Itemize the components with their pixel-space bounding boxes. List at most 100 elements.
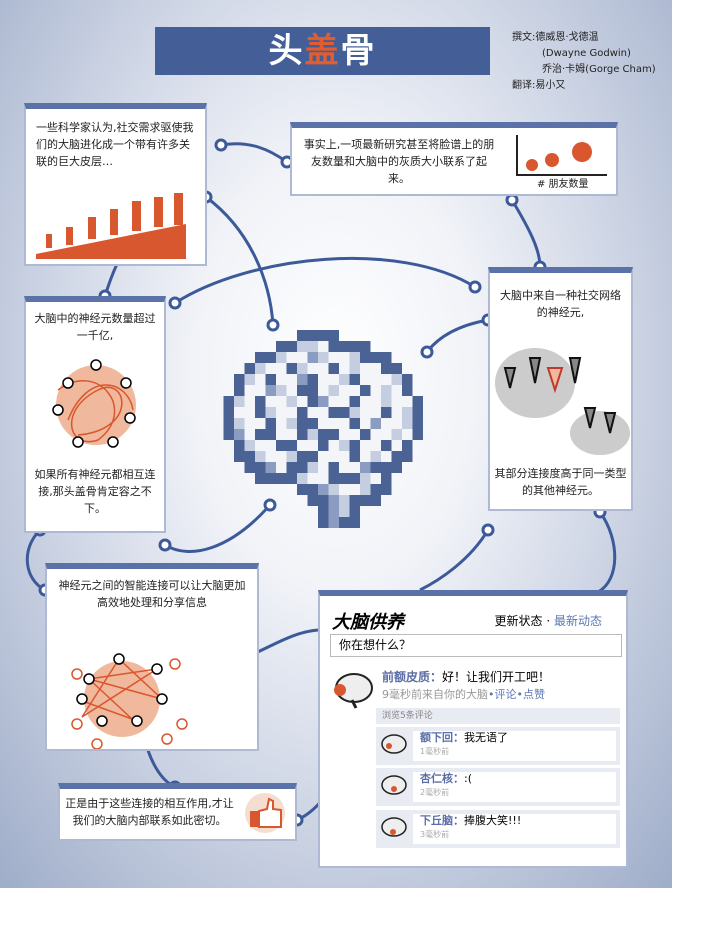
post-meta: 9毫秒前来自你的大脑 [382, 688, 488, 701]
brain-pixel [307, 429, 318, 440]
brain-pixel [223, 429, 234, 440]
brain-pixel [318, 451, 329, 462]
brain-pixel [255, 473, 266, 484]
brain-pixel [255, 363, 266, 374]
comment-link[interactable]: •评论 [488, 688, 517, 701]
panel-facebook-study: 事实上,一项最新研究甚至将脸谱上的朋友数量和大脑中的灰质大小联系了起来。 # 朋… [290, 122, 618, 196]
brain-pixel [402, 440, 413, 451]
comment-text: 我无语了 [464, 731, 508, 744]
brain-pixel [381, 473, 392, 484]
comment-item: 杏仁核：:(2毫秒前 [376, 768, 620, 806]
brain-pixel [349, 429, 360, 440]
brain-pixel [339, 462, 350, 473]
brain-pixel [307, 341, 318, 352]
brain-pixel [318, 429, 329, 440]
brain-pixel [328, 352, 339, 363]
brain-pixel [402, 418, 413, 429]
brain-pixel [234, 407, 245, 418]
brain-feed-panel: 大脑供养 更新状态 · 最新动态 你在想什么？ 前额皮质：好！让我们开工吧！ 9… [318, 590, 628, 868]
brain-pixel [360, 418, 371, 429]
brain-pixel [244, 462, 255, 473]
brain-pixel [318, 407, 329, 418]
brain-pixel [360, 385, 371, 396]
brain-pixel [349, 517, 360, 528]
brain-pixel [297, 352, 308, 363]
brain-pixel [276, 385, 287, 396]
brain-pixel [244, 385, 255, 396]
brain-pixel [349, 495, 360, 506]
brain-pixel [223, 418, 234, 429]
connected-neurons-illustration [71, 653, 188, 749]
brain-pixel [339, 352, 350, 363]
brain-pixel [370, 429, 381, 440]
status-input[interactable]: 你在想什么？ [330, 634, 622, 657]
news-feed-link[interactable]: 最新动态 [553, 614, 602, 628]
brain-pixel [255, 462, 266, 473]
social-neurons-illustration [495, 348, 630, 455]
brain-pixel [265, 363, 276, 374]
brain-pixel [255, 374, 266, 385]
title-char: 骨 [340, 31, 377, 71]
brain-pixel [328, 363, 339, 374]
brain-pixel [349, 462, 360, 473]
brain-pixel [339, 484, 350, 495]
brain-pixel [328, 495, 339, 506]
brain-pixel [286, 396, 297, 407]
post: 前额皮质：好！让我们开工吧！ 9毫秒前来自你的大脑•评论•点赞 [382, 668, 550, 704]
brain-pixel [276, 429, 287, 440]
brain-pixel [255, 396, 266, 407]
brain-pixel [307, 407, 318, 418]
brain-pixel [255, 451, 266, 462]
brain-pixel [349, 396, 360, 407]
brain-pixel [318, 341, 329, 352]
brain-pixel [318, 484, 329, 495]
brain-pixel [381, 374, 392, 385]
brain-pixel [339, 407, 350, 418]
brain-avatar-icon [381, 775, 407, 795]
brain-pixel [328, 396, 339, 407]
panel-conclusion: 正是由于这些连接的相互作用,才让我们的大脑内部联系如此密切。 [58, 783, 297, 841]
brain-pixel [360, 462, 371, 473]
brain-pixel [265, 429, 276, 440]
brain-pixel [286, 440, 297, 451]
pixel-brain-illustration [223, 330, 423, 528]
comment-author[interactable]: 杏仁核： [420, 772, 464, 785]
brain-pixel [297, 462, 308, 473]
brain-pixel [391, 462, 402, 473]
brain-pixel [297, 484, 308, 495]
brain-pixel [265, 473, 276, 484]
brain-pixel [318, 330, 329, 341]
brain-pixel [234, 418, 245, 429]
brain-pixel [360, 341, 371, 352]
brain-pixel [339, 385, 350, 396]
panel-text: 事实上,一项最新研究甚至将脸谱上的朋友数量和大脑中的灰质大小联系了起来。 [303, 138, 495, 185]
brain-pixel [328, 506, 339, 517]
brain-pixel [255, 418, 266, 429]
brain-pixel [297, 418, 308, 429]
brain-pixel [244, 418, 255, 429]
update-status-link[interactable]: 更新状态 [494, 614, 543, 628]
brain-pixel [381, 429, 392, 440]
brain-pixel [328, 440, 339, 451]
brain-pixel [339, 517, 350, 528]
post-author[interactable]: 前额皮质： [382, 670, 443, 684]
brain-pixel [276, 451, 287, 462]
brain-pixel [370, 396, 381, 407]
comment-author[interactable]: 下丘脑： [420, 814, 464, 827]
brain-pixel [328, 473, 339, 484]
brain-pixel [307, 374, 318, 385]
brain-pixel [381, 385, 392, 396]
brain-pixel [328, 484, 339, 495]
brain-pixel [349, 363, 360, 374]
brain-pixel [328, 330, 339, 341]
brain-pixel [339, 440, 350, 451]
comment-item: 额下回：我无语了 1毫秒前 [376, 727, 620, 765]
brain-pixel [381, 418, 392, 429]
view-comments-link[interactable]: 浏览5条评论 [376, 708, 620, 724]
comment-time: 1毫秒前 [420, 747, 450, 756]
brain-avatar-icon [334, 673, 373, 709]
comment-author[interactable]: 额下回： [420, 731, 464, 744]
like-link[interactable]: •点赞 [516, 688, 546, 701]
brain-pixel [297, 429, 308, 440]
comment-time: 2毫秒前 [420, 788, 450, 797]
